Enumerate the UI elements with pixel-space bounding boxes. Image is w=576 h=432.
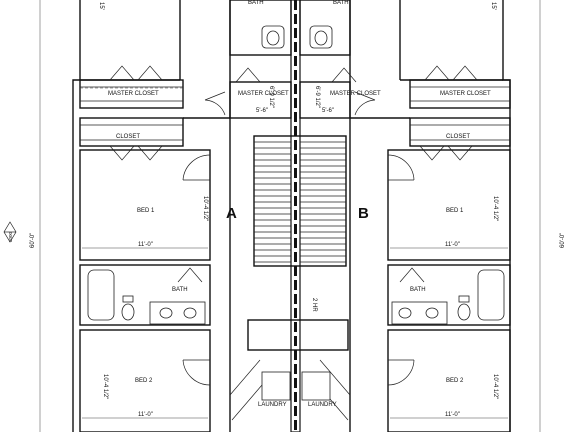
left-bed2-depth: 10'-4 1/2" [102, 374, 108, 399]
washer-left [261, 371, 291, 401]
right-master-closet-doors [424, 65, 478, 81]
right-hall-door [354, 91, 376, 116]
right-bath [387, 264, 511, 326]
unit-b-label: B [358, 205, 369, 222]
core-bath-right [299, 0, 351, 56]
core-master-closet-left-label: MASTER CLOSET [238, 91, 289, 97]
left-bed2-door [182, 359, 211, 386]
left-toilet [121, 303, 135, 321]
overall-dimension-right: 60'-0" [560, 233, 566, 248]
core-bath-left [229, 0, 292, 56]
fire-wall [290, 0, 301, 432]
laundry-doors [229, 359, 351, 421]
core-bath-left-label: BATH [248, 0, 264, 6]
left-bed2-width: 11'-0" [138, 412, 153, 418]
core-closet-left-depth: 6'-9 1/2" [268, 86, 274, 108]
core-master-closet-right-label: MASTER CLOSET [330, 91, 381, 97]
right-closet [409, 117, 511, 147]
left-vanity [149, 301, 206, 325]
left-bed2-label: BED 2 [135, 378, 153, 384]
core-closet-right-depth: 6'-9 1/2" [314, 86, 320, 108]
left-bath-door [177, 267, 203, 283]
core-closet-right-width: 5'-6" [322, 108, 334, 114]
core-closet-left-width: 5'-6" [256, 108, 268, 114]
right-bed2-depth: 10'-4 1/2" [492, 374, 498, 399]
right-closet-label: CLOSET [446, 134, 470, 140]
washer-right [301, 371, 331, 401]
left-bed1 [79, 149, 211, 261]
core-closet-lower [247, 319, 349, 351]
right-bed2-label: BED 2 [446, 378, 464, 384]
right-bed1 [387, 149, 511, 261]
right-closet-doors [419, 145, 473, 161]
right-top-dimension: 15' [490, 2, 496, 10]
right-sink-1 [398, 307, 412, 319]
fire-wall-label: 2 HR [311, 298, 317, 312]
right-master-closet [409, 79, 511, 109]
stairwell [253, 135, 347, 267]
left-bed1-depth: 10'-4 1/2" [202, 196, 208, 221]
right-bed1-width: 11'-0" [445, 242, 460, 248]
laundry-left-label: LAUNDRY [258, 402, 287, 408]
right-bathtub [477, 269, 505, 321]
left-bed1-label: BED 1 [137, 208, 155, 214]
svg-text:2000: 2000 [8, 231, 13, 242]
right-bed1-door [387, 154, 415, 181]
left-master-closet-doors [109, 65, 163, 81]
core-bath-right-label: BATH [333, 0, 349, 6]
left-closet-label: CLOSET [116, 134, 140, 140]
unit-a-label: A [226, 205, 237, 222]
left-bathtub [87, 269, 115, 321]
left-bath-label: BATH [172, 287, 188, 293]
right-sink-2 [425, 307, 439, 319]
core-closet-left-doors [235, 67, 261, 83]
left-master-closet [79, 79, 184, 109]
left-top-dimension: 15' [98, 2, 104, 10]
core-master-closet-left [229, 81, 292, 119]
left-closet-doors [109, 145, 163, 161]
right-vanity [391, 301, 448, 325]
section-marker: 2000 [3, 221, 17, 243]
right-master-closet-label: MASTER CLOSET [440, 91, 491, 97]
overall-dimension-left: 60'-0" [30, 233, 36, 248]
right-bed1-label: BED 1 [446, 208, 464, 214]
right-toilet [457, 303, 471, 321]
right-bath-label: BATH [410, 287, 426, 293]
left-bath [79, 264, 211, 326]
right-bed2 [387, 329, 511, 432]
left-closet [79, 117, 184, 147]
left-hall-door [204, 91, 226, 116]
left-bed1-width: 11'-0" [138, 242, 153, 248]
left-sink-1 [159, 307, 173, 319]
core-master-closet-right [299, 81, 351, 119]
left-bed2 [79, 329, 211, 432]
core-closet-right-doors [331, 67, 357, 83]
right-bed2-door [387, 359, 415, 386]
right-bed1-depth: 10'-4 1/2" [492, 196, 498, 221]
right-bed2-width: 11'-0" [445, 412, 460, 418]
left-sink-2 [183, 307, 197, 319]
left-bed1-door [182, 154, 211, 181]
right-bath-door [399, 267, 425, 283]
left-master-closet-label: MASTER CLOSET [108, 91, 159, 97]
laundry-right-label: LAUNDRY [308, 402, 337, 408]
